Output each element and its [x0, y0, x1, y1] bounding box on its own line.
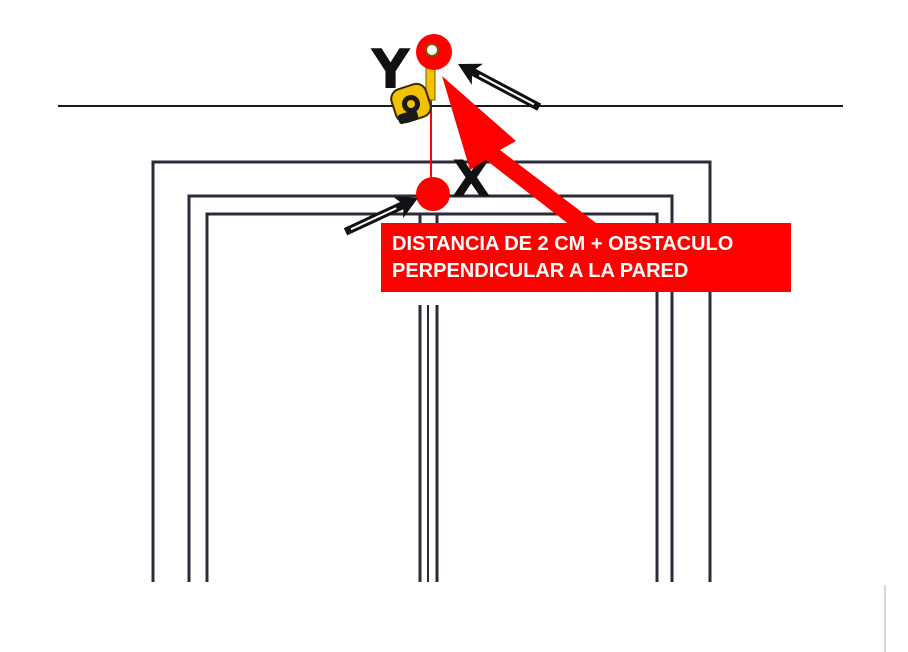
callout-box — [381, 223, 791, 292]
callout-line-1: DISTANCIA DE 2 CM + OBSTACULO — [392, 233, 733, 255]
arrow-icon — [343, 196, 418, 236]
inner-frame — [205, 212, 659, 582]
point-x-marker — [416, 177, 450, 211]
arrow-icon — [458, 63, 542, 111]
point-y-center — [425, 43, 439, 57]
tape-measure-icon — [390, 82, 432, 125]
callout-line-2: PERPENDICULAR A LA PARED — [392, 260, 688, 282]
callout-arrow — [442, 76, 600, 236]
